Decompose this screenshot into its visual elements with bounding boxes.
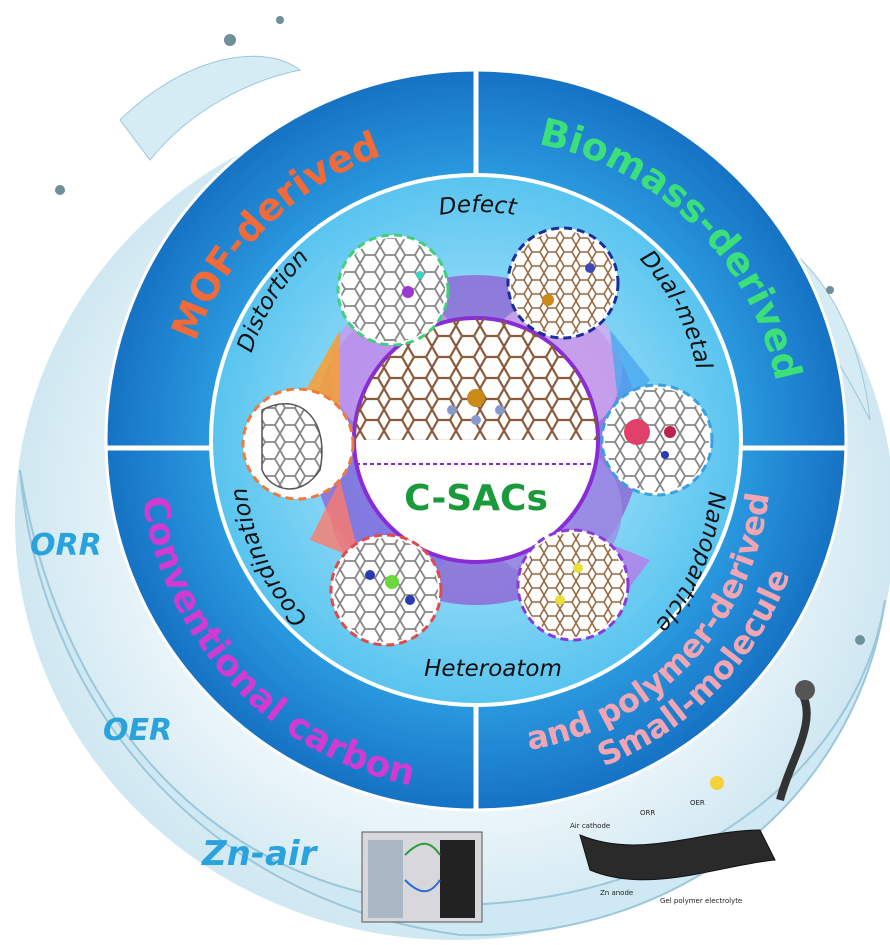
zn-air-label: Zn-air: [201, 834, 319, 874]
gel-polymer-electrolyte-label: Gel polymer electrolyte: [660, 897, 742, 905]
nanoparticle-structure: [600, 383, 714, 497]
lightbulb-icon: [710, 776, 724, 790]
heteroatom-structure: [516, 528, 630, 642]
zn-anode-label: Zn anode: [600, 889, 633, 897]
defect-structure: [336, 233, 450, 347]
oer-label: OER: [103, 713, 172, 748]
distortion-structure: [241, 387, 355, 501]
coordination-structure: [329, 533, 443, 647]
device-oer-label: OER: [690, 799, 705, 807]
zn-air-cell-illustration: [361, 831, 483, 923]
orr-label: ORR: [30, 528, 102, 563]
device-orr-label: ORR: [640, 809, 655, 817]
center-title: C-SACs: [404, 478, 548, 519]
dual-metal-structure: [506, 226, 620, 340]
cable-battery-illustration: [776, 680, 815, 801]
svg-text:Defect: Defect: [437, 192, 519, 221]
air-cathode-label: Air cathode: [570, 822, 610, 830]
defect-label: Defect: [437, 192, 519, 221]
heteroatom-label: Heteroatom: [424, 656, 562, 682]
center-metal-atom: [467, 389, 485, 407]
flexible-battery-illustration: Air cathode Zn anode Gel polymer electro…: [570, 776, 776, 905]
